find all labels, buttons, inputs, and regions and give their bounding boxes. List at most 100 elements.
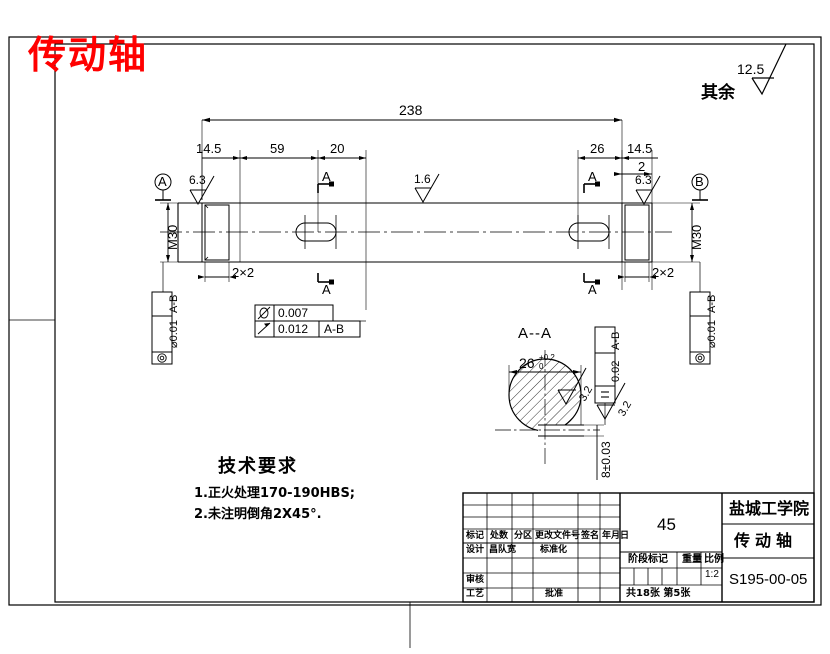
tfc-bot-box (254, 320, 361, 338)
tb-role-value-sheji: 昌队宽 (489, 545, 517, 555)
section-mark-left-bottom (317, 273, 334, 285)
arr-c (311, 156, 318, 160)
groove-label-right: 2×2 (652, 265, 675, 280)
dim-label-59: 59 (270, 141, 285, 156)
rough-right-v (635, 175, 661, 206)
arr-g (615, 156, 622, 160)
shaft-left-groove-chamfer-bottom (204, 256, 209, 261)
groove-label-left: 2×2 (232, 265, 255, 280)
arr-j (644, 172, 652, 176)
section-view-label: A--A (518, 325, 552, 342)
section-tol-value: 0.02 (610, 360, 622, 382)
shaft-left-keyway (295, 222, 337, 242)
sm2-arrow (329, 279, 334, 285)
tb-scale-value: 1:2 (705, 569, 719, 580)
shaft-left-groove-chamfer-top (204, 204, 209, 209)
tfc-cyl-slash (257, 306, 271, 320)
tol-center-top-value: 0.007 (278, 306, 309, 320)
dimension-m30-right (652, 202, 700, 263)
shaft-right-groove (624, 204, 650, 261)
arr-d (318, 156, 325, 160)
dimension-m30-left (160, 202, 178, 263)
tolerance-frame-right (689, 262, 711, 365)
tb-outer (462, 492, 815, 603)
tb-stage-mark-label: 阶段标记 (628, 554, 668, 565)
tfr-sym-inner (697, 355, 703, 361)
datum-letter-a: A (158, 174, 167, 189)
dim-label-14_5-right: 14.5 (627, 141, 653, 156)
tol-center-bottom-value: 0.012 (278, 322, 309, 336)
arr-e (359, 156, 366, 160)
rough-gen-v (751, 43, 787, 96)
tol-center-bottom-datum: A-B (324, 322, 345, 336)
title-block (462, 492, 815, 603)
tb-institute: 盐城工学院 (729, 499, 810, 518)
section-view-a-a (495, 326, 626, 480)
shaft-right-keyway (568, 222, 610, 242)
dim-238-arrow-right (614, 117, 622, 123)
roughness-symbol-body (414, 173, 440, 204)
dimension-chain-right (577, 150, 658, 290)
roughness-label-body: 1.6 (414, 172, 431, 186)
tb-weight-label: 重量 (682, 554, 702, 565)
arr-m (690, 203, 694, 210)
dimension-chain-left (201, 150, 367, 310)
section-letter-left-bottom: A (322, 282, 331, 297)
arr-a (233, 156, 240, 160)
roughness-label-right: 6.3 (635, 173, 652, 187)
sra-v (557, 367, 587, 406)
dim-label-26-right: 26 (590, 141, 605, 156)
roughness-symbol-right (635, 175, 661, 206)
tb-header-genggai: 更改文件号 (535, 531, 581, 541)
section-dim-key-depth: 8±0.03 (599, 441, 613, 478)
tb-header-qianming: 签名 (581, 531, 600, 541)
tb-part-name: 传动轴 (734, 531, 798, 550)
section-mark-right-top (583, 181, 600, 193)
shaft-left-groove (204, 204, 230, 261)
general-roughness-value: 12.5 (737, 61, 765, 77)
section-mark-left-top (317, 181, 334, 193)
tolerance-frame-center (254, 304, 366, 338)
sa2 (573, 370, 581, 374)
section-tol-datum: A-B (610, 331, 622, 350)
section-dim-tol-lower: 0 (539, 362, 544, 371)
tfc-runout-head (264, 323, 270, 327)
dim-label-overall: 238 (399, 102, 423, 118)
arr-n (690, 255, 694, 262)
tol-left-datum: A-B (168, 294, 180, 313)
datum-symbol-a (154, 173, 172, 201)
tb-approve-label: 批准 (545, 589, 564, 599)
tfr-box (689, 291, 711, 365)
section-letter-right-top: A (588, 169, 597, 184)
tb-standardize-label: 标准化 (540, 545, 568, 555)
thread-label-left: M30 (165, 224, 180, 250)
tol-left-value: ⌀0.01 (168, 319, 180, 348)
dim-238-arrow-left (202, 117, 210, 123)
arr-f (578, 156, 585, 160)
tol-right-datum: A-B (706, 294, 718, 313)
sm1-arrow (329, 181, 334, 187)
tfc-cyl-glyph (259, 307, 269, 319)
g4 (198, 275, 205, 279)
tb-header-fenqu: 分区 (514, 531, 533, 541)
g5 (229, 275, 236, 279)
tb-header-chushu: 处数 (490, 531, 509, 541)
datum-symbol-b (691, 173, 709, 201)
sm4-arrow (595, 279, 600, 285)
groove-callout-right (618, 262, 656, 282)
roughness-symbol-general (751, 43, 787, 96)
arr-b (240, 156, 247, 160)
tb-role-gongyi: 工艺 (466, 589, 485, 599)
dim-label-14_5-left: 14.5 (196, 141, 222, 156)
sheet-outer-border (8, 36, 822, 606)
dim-label-2-right: 2 (638, 159, 646, 174)
rough-left-v (189, 175, 215, 206)
tb-drawing-number: S195-00-05 (729, 571, 808, 588)
arr-l (166, 255, 170, 262)
tech-req-item-1: 1.正火处理170-190HBS; (194, 486, 356, 501)
datum-letter-b: B (695, 174, 704, 189)
tol-right-value: ⌀0.01 (706, 319, 718, 348)
section-keyway-clear (538, 425, 584, 436)
tfl-box (151, 291, 173, 365)
